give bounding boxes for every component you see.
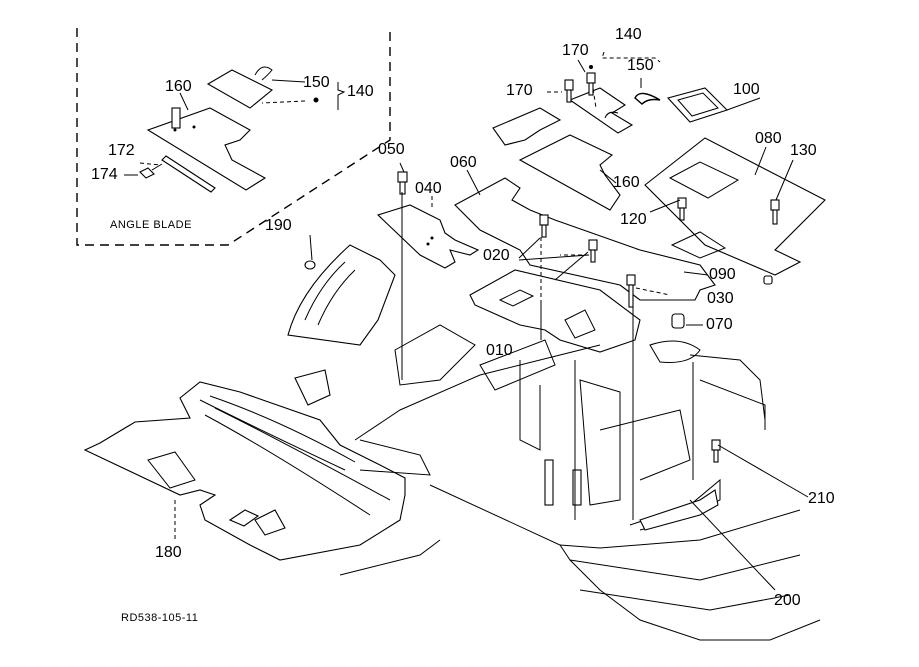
callout-080: 080: [755, 130, 782, 147]
callout-160-inset: 160: [165, 78, 192, 95]
bolts-170: [564, 72, 596, 103]
plate-040: [376, 171, 480, 269]
bolts-130-120: [677, 197, 780, 225]
callout-170-top: 170: [562, 42, 589, 59]
callout-060: 060: [450, 154, 477, 171]
callout-160-main: 160: [613, 174, 640, 191]
inset-caption: ANGLE BLADE: [110, 219, 192, 231]
plate-060: [454, 177, 716, 301]
plate-140-assembly: [568, 65, 634, 134]
callout-140-main: 140: [615, 26, 642, 43]
bracket-left-top: [492, 107, 562, 146]
callout-170-left: 170: [506, 82, 533, 99]
callout-040: 040: [415, 180, 442, 197]
callout-150-inset: 150: [303, 74, 330, 91]
inset-plate-160: [146, 107, 267, 191]
callout-030: 030: [707, 290, 734, 307]
inset-strip-172: [139, 155, 216, 193]
inset-plate-140: [206, 66, 319, 109]
callout-190: 190: [265, 217, 292, 234]
callout-090: 090: [709, 266, 736, 283]
callout-020: 020: [483, 247, 510, 264]
drawing-number: RD538-105-11: [121, 612, 199, 624]
callout-010: 010: [486, 342, 513, 359]
callout-050: 050: [378, 141, 405, 158]
callout-180: 180: [155, 544, 182, 561]
plate-160-main: [518, 134, 621, 211]
collar-070: [671, 275, 773, 329]
plate-010: [469, 214, 641, 353]
leader-lines: [124, 51, 809, 591]
callout-070: 070: [706, 316, 733, 333]
callout-172-inset: 172: [108, 142, 135, 159]
callout-120: 120: [620, 211, 647, 228]
callout-174-inset: 174: [91, 166, 118, 183]
callout-130: 130: [790, 142, 817, 159]
fender-190: [287, 244, 396, 406]
callout-210: 210: [808, 490, 835, 507]
inset-border: [76, 28, 391, 246]
callout-100: 100: [733, 81, 760, 98]
seal-150: [634, 92, 661, 105]
cover-100: [666, 87, 729, 123]
plate-080: [644, 137, 826, 276]
callout-200: 200: [774, 592, 801, 609]
floor-mat-180: [83, 381, 406, 561]
callout-150-main: 150: [627, 57, 654, 74]
frame-main: [339, 324, 821, 641]
callout-140-inset: 140: [347, 83, 374, 100]
